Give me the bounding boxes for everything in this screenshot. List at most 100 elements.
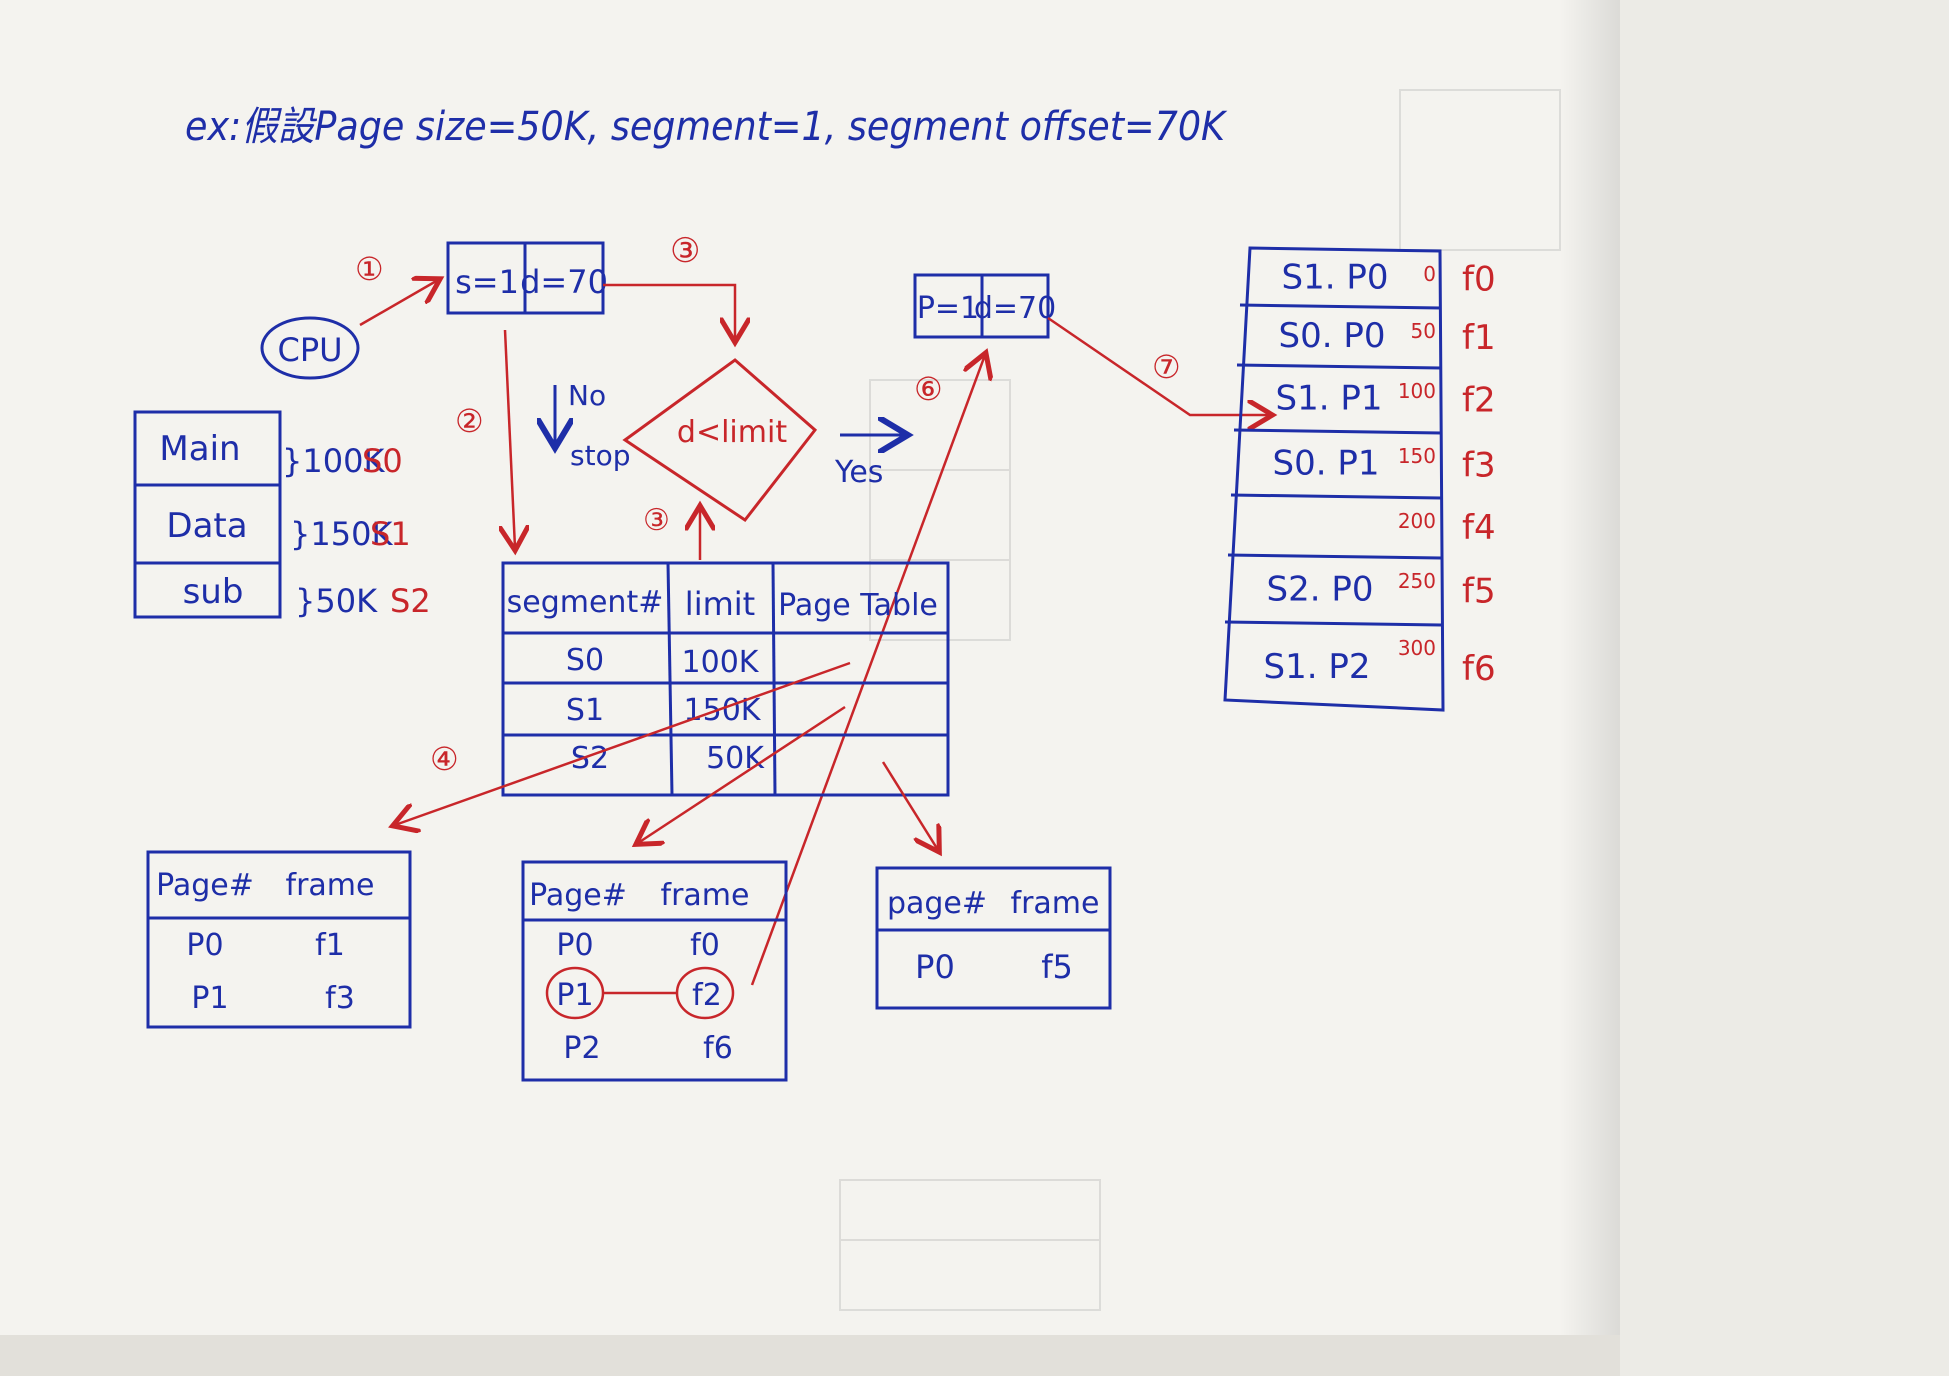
page-table-s2-cell: P0: [915, 948, 955, 986]
decision-stop: stop: [570, 439, 630, 472]
memory-cell-content: S1. P2: [1264, 647, 1371, 687]
segment-size-data: }150K: [290, 515, 393, 553]
arrow-step-4-s0: [395, 661, 851, 825]
segment-table-cell: S1: [566, 693, 604, 728]
page-table-s0-cell: P0: [186, 928, 223, 963]
page-table-s0-header-page: Page#: [156, 868, 254, 903]
step-marker-3b: ③: [643, 503, 670, 538]
memory-frame-label: f5: [1462, 572, 1496, 612]
page-table-s2-header-page: page#: [887, 886, 987, 921]
page-table-s0: Page# frame P0 f1 P1 f3: [146, 850, 412, 1029]
segment-id-s1: S1: [370, 515, 411, 553]
segment-id-s2: S2: [390, 582, 431, 620]
memory-divider: [1227, 553, 1442, 560]
segment-name-main: Main: [159, 429, 240, 469]
arrow-step-2: [505, 329, 515, 548]
step-marker-2: ②: [455, 402, 484, 440]
segment-size-main: }100K: [282, 442, 385, 480]
page-table-s2-cell: f5: [1041, 948, 1073, 986]
memory-frame-label: f3: [1462, 446, 1496, 486]
memory-frame-label: f1: [1462, 318, 1496, 358]
show-through: [839, 89, 1561, 1311]
memory-divider: [1236, 363, 1442, 370]
memory-outline: [1223, 246, 1445, 712]
decision-label: d<limit: [677, 415, 787, 450]
segment-table-cell: 100K: [682, 645, 760, 680]
cpu-label: CPU: [277, 331, 342, 369]
memory-cell-address: 150: [1398, 444, 1436, 468]
memory-cell-content: S0. P1: [1273, 444, 1380, 484]
memory-divider: [1230, 493, 1442, 500]
memory-cell-address: 100: [1398, 379, 1436, 403]
memory-frame-label: f0: [1462, 260, 1496, 300]
arrow-step-3a: [603, 283, 735, 340]
segment-table: segment# limit Page Table S0 100K S1 150…: [501, 561, 950, 797]
memory-cell-address: 50: [1411, 319, 1436, 343]
memory-frame-label: f6: [1462, 649, 1496, 689]
paged-address: P=1 d=70: [913, 273, 1056, 339]
page-edge: [1620, 0, 1949, 1376]
page-table-s1-header-page: Page#: [529, 878, 627, 913]
page-table-s1-cell: P2: [563, 1031, 600, 1066]
page-table-s1-cell: P1: [556, 978, 593, 1013]
segment-id-s0: S0: [362, 442, 403, 480]
memory-divider: [1233, 428, 1442, 435]
segment-table-cell: S0: [566, 643, 604, 678]
step-marker-3a: ③: [670, 231, 700, 271]
paged-address-d: d=70: [974, 291, 1056, 326]
arrow-step-6: [750, 355, 985, 986]
logical-address-s: s=1: [455, 263, 519, 301]
arrow-step-7: [1047, 316, 1270, 415]
step-marker-6: ⑥: [914, 370, 943, 408]
decision-diamond: d<limit: [622, 358, 818, 523]
notebook-paper: [0, 0, 1620, 1376]
segment-name-sub: sub: [183, 572, 244, 612]
paged-address-p: P=1: [917, 291, 979, 326]
memory-divider: [1239, 303, 1442, 310]
page-table-s2: page# frame P0 f5: [875, 866, 1112, 1010]
cpu-node: CPU: [260, 316, 360, 380]
step-marker-1: ①: [355, 250, 384, 288]
arrow-step-4-s2: [881, 761, 938, 850]
page-table-s0-cell: f3: [325, 981, 355, 1016]
page-table-s2-header-frame: frame: [1011, 886, 1100, 921]
memory-cell-address: 0: [1423, 262, 1436, 286]
page-table-s1-cell: f0: [690, 928, 720, 963]
segment-table-cell: S2: [571, 741, 609, 776]
page-table-s1: Page# frame P0 f0 P1 f2 P2 f6: [521, 860, 788, 1082]
memory-cell-address: 300: [1398, 636, 1436, 660]
memory-frame-label: f2: [1462, 381, 1496, 421]
step-marker-7: ⑦: [1152, 348, 1181, 386]
paper-fold-shadow: [1560, 0, 1620, 1376]
page-table-s1-cell: f2: [692, 978, 722, 1013]
page-table-s0-header-frame: frame: [286, 868, 375, 903]
memory-frame-label: f4: [1462, 508, 1496, 548]
page-table-s1-header-frame: frame: [661, 878, 750, 913]
memory-cell-content: S0. P0: [1279, 316, 1386, 356]
page-table-s0-cell: f1: [315, 928, 345, 963]
memory-cell-content: S1. P1: [1276, 379, 1383, 419]
memory-cell-content: S2. P0: [1267, 570, 1374, 610]
memory-cell-address: 250: [1398, 569, 1436, 593]
segment-table-header-pagetable: Page Table: [778, 588, 938, 623]
decision-yes: Yes: [834, 455, 883, 490]
segment-table-header-segment: segment#: [507, 585, 664, 620]
memory-cell-address: 200: [1398, 509, 1436, 533]
segment-table-cell: 50K: [706, 741, 765, 776]
page-table-s1-cell: P0: [556, 928, 593, 963]
step-marker-4: ④: [430, 740, 459, 778]
segments-list: Main Data sub }100K S0 }150K S1 }50K S2: [133, 410, 431, 620]
arrow-step-4-s1: [638, 705, 846, 843]
arrow-step-1: [359, 280, 438, 327]
page-title: ex:假設Page size=50K, segment=1, segment o…: [185, 104, 1228, 150]
segment-name-data: Data: [166, 506, 247, 546]
desk-edge: [0, 1335, 1620, 1376]
decision-no: No: [568, 379, 606, 412]
logical-address-d: d=70: [520, 263, 608, 301]
memory-cell-content: S1. P0: [1282, 258, 1389, 298]
logical-address: s=1 d=70: [446, 241, 608, 315]
segment-table-header-limit: limit: [685, 585, 755, 623]
page-table-s1-cell: f6: [703, 1031, 733, 1066]
